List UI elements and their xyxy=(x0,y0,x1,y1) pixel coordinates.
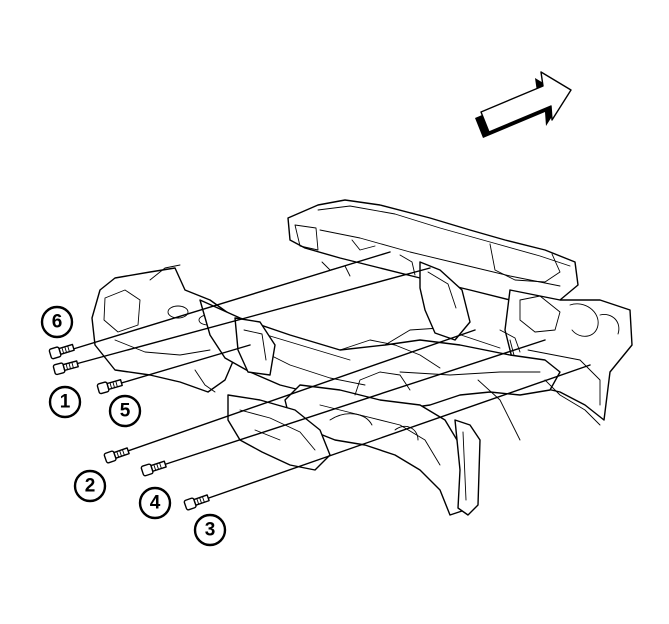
leader-line-1 xyxy=(71,267,431,366)
leader-line-4 xyxy=(159,339,546,467)
bolt-5-icon xyxy=(96,379,123,395)
callout-3: 3 xyxy=(193,513,227,547)
leader-line-5 xyxy=(117,344,251,385)
dash-carrier-structure xyxy=(91,199,633,516)
bolt-6-icon xyxy=(48,343,75,360)
callout-6: 6 xyxy=(40,305,74,339)
callout-4: 4 xyxy=(138,486,172,520)
leader-line-6 xyxy=(69,251,391,351)
bolt-3-icon xyxy=(183,494,210,511)
front-direction-arrow-icon xyxy=(475,71,572,138)
callout-2: 2 xyxy=(73,469,107,503)
callout-1-label: 1 xyxy=(60,392,71,413)
bolt-1-icon xyxy=(52,360,79,376)
bolt-4-icon xyxy=(140,460,167,477)
callout-2-label: 2 xyxy=(85,476,96,497)
callout-1: 1 xyxy=(48,385,82,419)
leader-line-2 xyxy=(121,329,476,454)
callout-5-label: 5 xyxy=(120,401,131,422)
callout-5: 5 xyxy=(108,394,142,428)
callout-3-label: 3 xyxy=(205,520,216,541)
callout-6-label: 6 xyxy=(52,312,63,333)
callout-4-label: 4 xyxy=(150,493,161,514)
leader-line-3 xyxy=(202,364,591,501)
bolts xyxy=(48,343,210,511)
bolt-2-icon xyxy=(103,447,130,464)
bolt-leader-lines xyxy=(69,251,591,501)
